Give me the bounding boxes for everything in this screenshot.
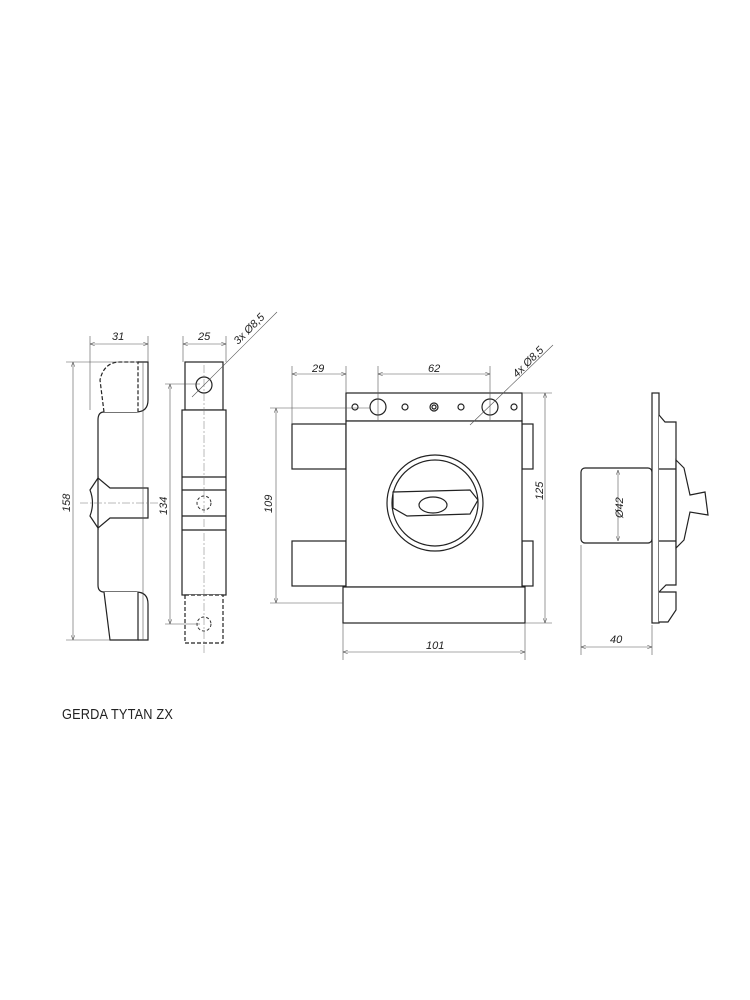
dim-109: 109 (263, 495, 275, 513)
hole-note-4x: 4x Ø8,5 (511, 344, 547, 380)
strike-front-view: 25 134 3x Ø8,5 (158, 311, 278, 655)
dim-diameter-42: Ø42 (614, 497, 626, 519)
dim-134: 134 (158, 497, 170, 515)
dim-31: 31 (112, 331, 124, 343)
lock-front-view: 29 62 4x Ø8,5 109 125 101 (263, 344, 554, 660)
hole-note-3x: 3x Ø8,5 (232, 311, 268, 347)
dim-25: 25 (197, 331, 211, 343)
dim-125: 125 (534, 481, 546, 500)
dim-29: 29 (311, 363, 324, 375)
dim-62: 62 (428, 363, 440, 375)
lock-side-view: Ø42 40 (580, 392, 709, 655)
dim-158: 158 (61, 493, 73, 512)
product-title: GERDA TYTAN ZX (62, 706, 174, 723)
strike-side-view: 31 158 (61, 331, 160, 641)
dim-101: 101 (426, 640, 444, 652)
dim-40: 40 (610, 634, 623, 646)
